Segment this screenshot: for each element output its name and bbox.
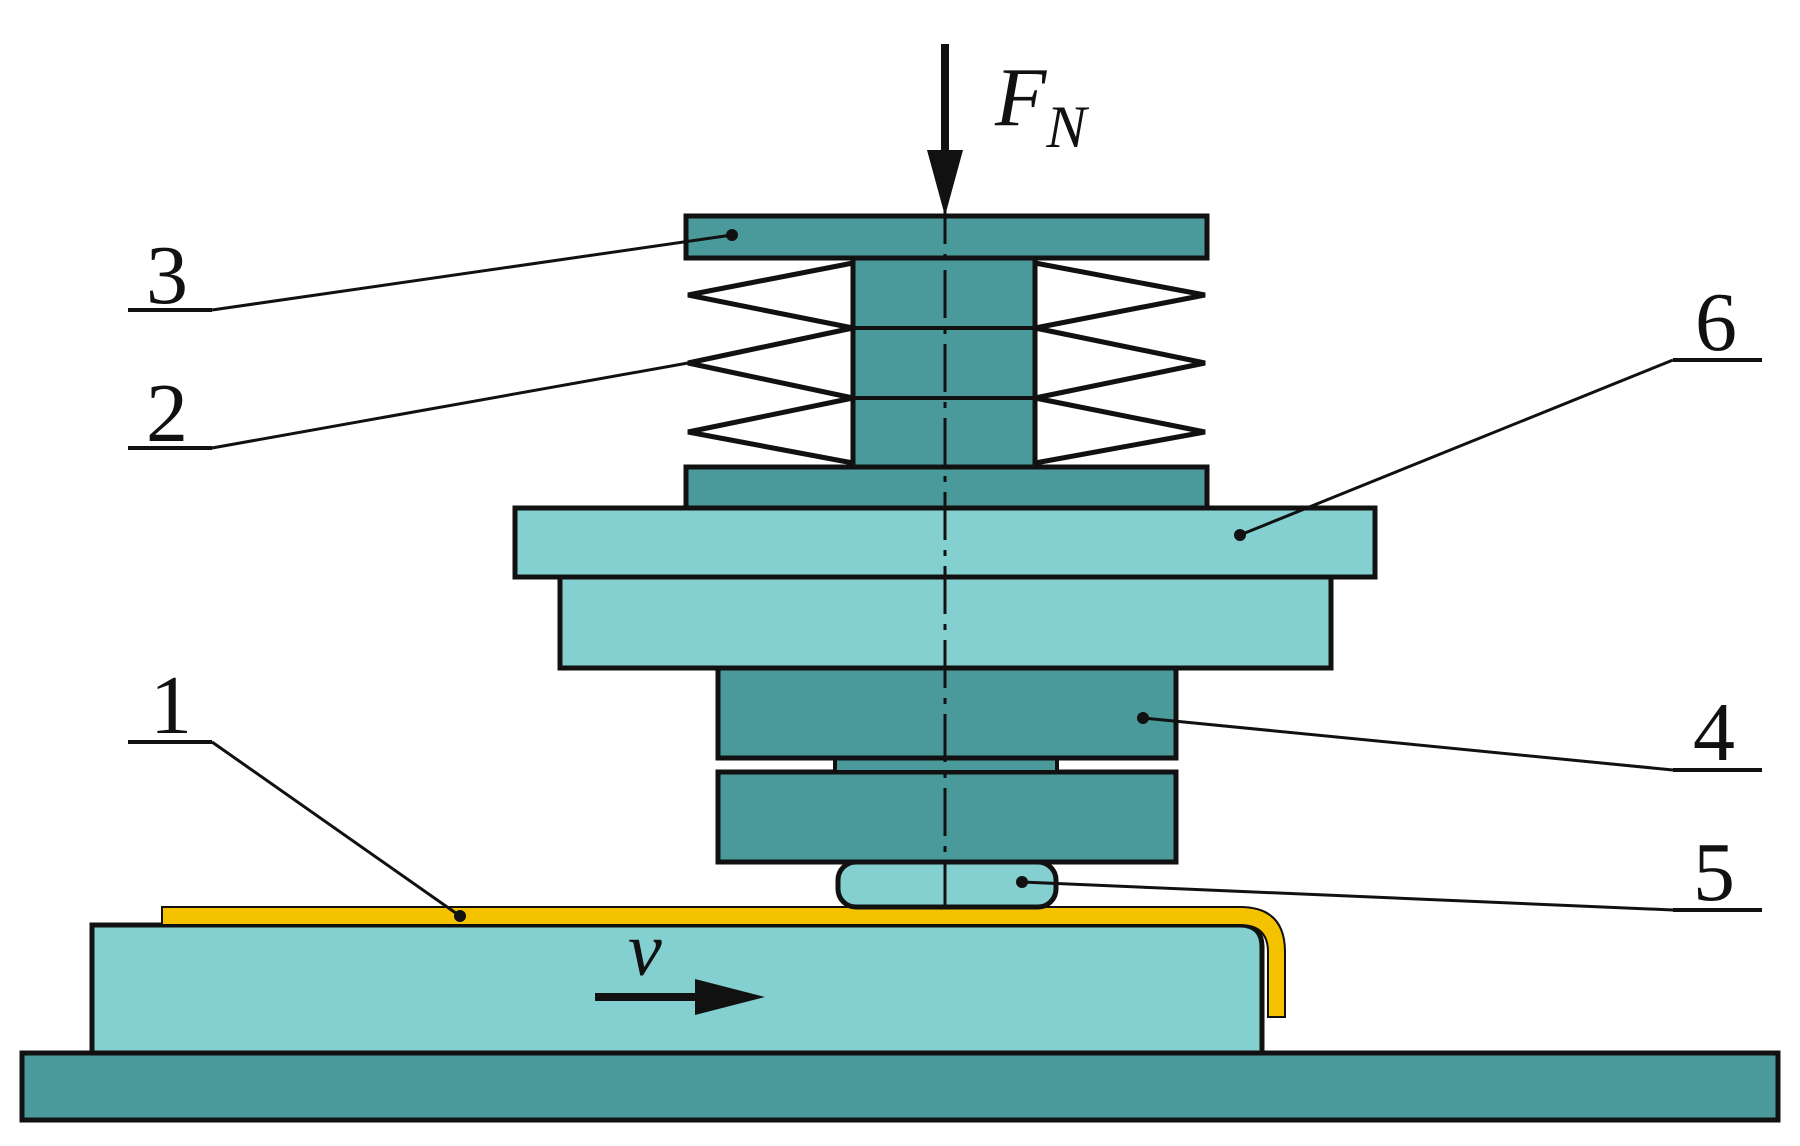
leader-3-dot bbox=[726, 229, 738, 241]
part-label-1: 1 bbox=[150, 659, 192, 752]
leader-5-dot bbox=[1016, 876, 1028, 888]
sliding-table bbox=[89, 922, 1265, 1056]
base-plate bbox=[19, 1050, 1781, 1123]
leader-6-dot bbox=[1234, 529, 1246, 541]
leader-1-dot bbox=[454, 910, 466, 922]
spring-right bbox=[1034, 260, 1206, 466]
leader-4 bbox=[1142, 716, 1674, 772]
spring-left bbox=[687, 260, 854, 466]
leader-3 bbox=[211, 233, 733, 312]
velocity-arrow-head bbox=[695, 979, 765, 1015]
force-label: FN bbox=[994, 51, 1089, 160]
part-label-6: 6 bbox=[1695, 276, 1737, 369]
leader-4-dot bbox=[1137, 712, 1149, 724]
force-label-sub: N bbox=[1045, 94, 1089, 160]
force-arrow-head bbox=[927, 150, 963, 216]
leader-1 bbox=[211, 740, 461, 918]
leader-6 bbox=[1239, 358, 1674, 537]
part-label-3: 3 bbox=[146, 229, 188, 322]
velocity-label: v bbox=[628, 908, 662, 992]
lower-holder-bottom bbox=[715, 769, 1179, 865]
force-label-main: F bbox=[994, 51, 1048, 144]
part-label-4: 4 bbox=[1693, 686, 1735, 779]
lower-holder-top bbox=[715, 665, 1179, 761]
part-label-5: 5 bbox=[1693, 826, 1735, 919]
specimen-film bbox=[161, 906, 1286, 1018]
part-label-2: 2 bbox=[146, 367, 188, 460]
leader-5 bbox=[1021, 880, 1674, 912]
leader-2 bbox=[211, 361, 689, 450]
